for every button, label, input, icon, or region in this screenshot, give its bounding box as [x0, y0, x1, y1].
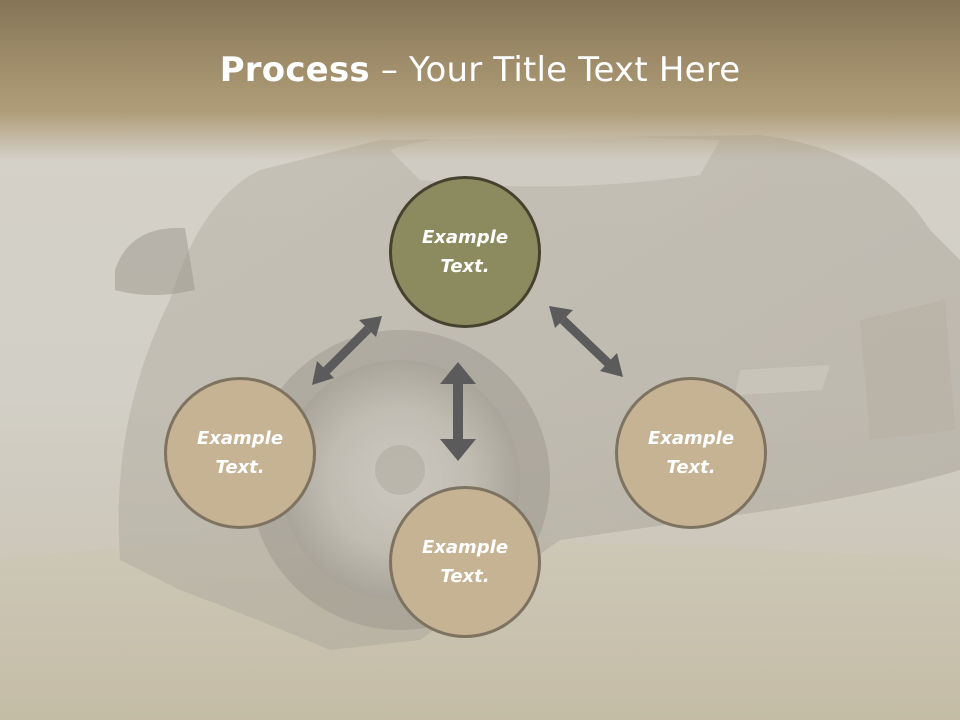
node-label: Example Text. — [421, 537, 509, 587]
slide-title: Process – Your Title Text Here — [0, 50, 960, 90]
double-arrow-top-right — [549, 306, 623, 377]
node-label: Example Text. — [647, 428, 735, 478]
title-band — [0, 0, 960, 160]
process-node-top: Example Text. — [389, 176, 541, 328]
title-rest: – Your Title Text Here — [369, 50, 741, 90]
title-bold: Process — [219, 50, 370, 90]
process-node-left: Example Text. — [164, 377, 316, 529]
double-arrow-center — [440, 362, 476, 461]
node-label: Example Text. — [421, 227, 509, 277]
process-node-right: Example Text. — [615, 377, 767, 529]
process-node-bottom: Example Text. — [389, 486, 541, 638]
node-label: Example Text. — [196, 428, 284, 478]
double-arrow-top-left — [312, 316, 382, 385]
